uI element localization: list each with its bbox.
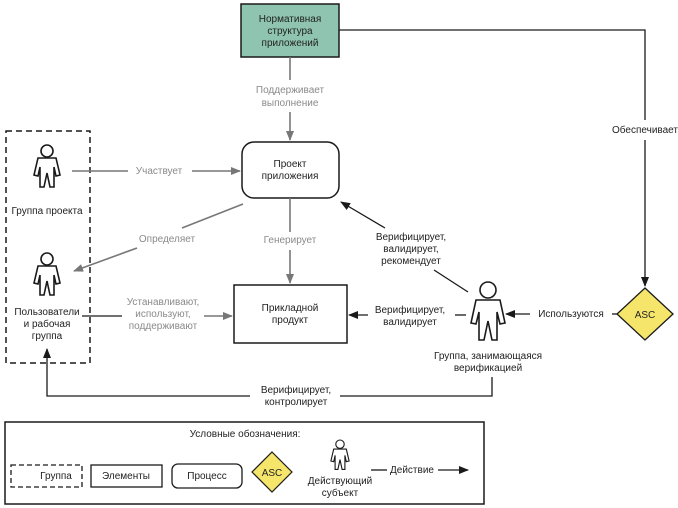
legend-actor: Действующий субъект (308, 439, 373, 499)
normative-structure-node: Нормативная структура приложений (240, 3, 340, 58)
edge-install-label-3: поддерживают (129, 321, 198, 332)
actor-project-group-label: Группа проекта (11, 206, 83, 217)
actor-icon (33, 144, 61, 188)
actor-project-group: Группа проекта (11, 144, 83, 217)
edge-verify-validate-label-2: валидирует (383, 317, 437, 328)
asc-label: ASC (635, 310, 656, 321)
actor-verification-label-2: верификацией (454, 362, 522, 374)
edge-verify-control-label-2: контролирует (265, 397, 328, 408)
edge-install-label-2: используют, (135, 309, 190, 320)
edge-generates-label: Генерирует (264, 235, 317, 246)
actor-verification-group: Группа, занимающаяся верификацией (434, 281, 542, 374)
edge-defines: Определяет (73, 203, 244, 272)
edge-defines-label: Определяет (139, 234, 196, 245)
normative-label-3: приложений (262, 38, 319, 49)
asc-node: ASC (616, 287, 674, 341)
legend-process-label: Процесс (187, 471, 227, 482)
project-label-1: Проект (274, 159, 307, 170)
legend-title: Условные обозначения: (190, 428, 301, 440)
actor-verification-label-1: Группа, занимающаяся (434, 351, 542, 362)
edge-supports: Поддерживает выполнение (256, 57, 325, 141)
edge-verify-control: Верифицирует, контролирует (43, 348, 493, 408)
product-element-node: Прикладной продукт (233, 284, 348, 344)
edge-supports-label-1: Поддерживает (256, 85, 325, 96)
legend-action-label: Действие (390, 465, 434, 476)
edge-participates-label: Участвует (136, 166, 183, 177)
edge-verify-recommend-label-2: валидирует, (383, 244, 438, 255)
group-boundary (5, 130, 91, 364)
edge-verify-validate: Верифицирует, валидирует (348, 304, 466, 328)
legend-actor-label-1: Действующий (308, 476, 373, 487)
actor-users-label-3: группа (32, 331, 63, 342)
actor-icon (330, 439, 350, 470)
legend-process: Процесс (171, 463, 243, 489)
legend: Условные обозначения: Группа Элементы Пр… (4, 421, 485, 505)
legend-group: Группа (10, 464, 83, 488)
edge-verify-recommend: Верифицирует, валидирует, рекомендует (340, 201, 469, 293)
edge-used-label: Используются (538, 309, 604, 320)
edge-generates: Генерирует (264, 198, 317, 284)
legend-actor-label-2: субъект (322, 487, 359, 499)
edge-install: Устанавливают, используют, поддерживают (82, 297, 233, 332)
actor-users: Пользователи и рабочая группа (14, 252, 80, 342)
product-label-2: продукт (272, 315, 309, 326)
legend-group-label: Группа (40, 471, 72, 482)
project-label-2: приложения (262, 171, 319, 182)
edge-participates: Участвует (72, 166, 241, 177)
edge-verify-validate-label-1: Верифицирует, (375, 304, 445, 316)
actor-users-label-2: и рабочая (24, 318, 71, 330)
product-label-1: Прикладной (262, 303, 319, 314)
normative-label-1: Нормативная (259, 14, 322, 25)
legend-asc-label: ASC (262, 468, 283, 479)
actor-icon (33, 252, 61, 296)
edge-install-label-1: Устанавливают, (127, 297, 200, 308)
edge-verify-recommend-label-1: Верифицирует, (376, 231, 446, 243)
actor-icon (470, 281, 506, 341)
legend-elements: Элементы (90, 464, 163, 488)
edge-verify-recommend-label-3: рекомендует (381, 256, 441, 267)
legend-action: Действие (371, 465, 469, 476)
normative-label-2: структура (267, 26, 313, 37)
edge-provides-label: Обеспечивает (612, 124, 678, 136)
edge-provides: Обеспечивает (339, 29, 678, 287)
edge-supports-label-2: выполнение (262, 98, 319, 109)
actor-users-label-1: Пользователи (14, 307, 79, 318)
legend-asc: ASC (251, 451, 293, 493)
legend-elements-label: Элементы (102, 471, 150, 482)
edge-verify-control-label-1: Верифицирует, (261, 384, 331, 396)
edge-used: Используются (505, 309, 617, 320)
project-process-node: Проект приложения (241, 141, 340, 199)
